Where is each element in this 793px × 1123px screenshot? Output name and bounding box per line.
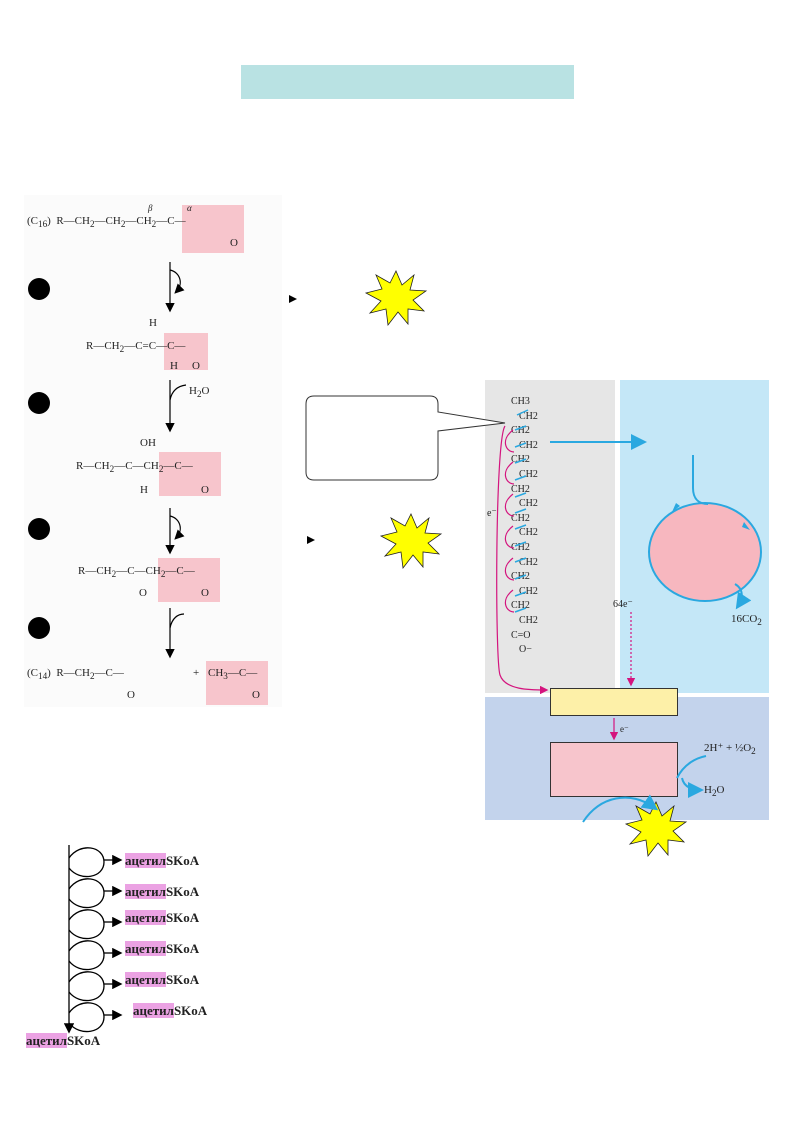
acetyl-coa-label: ацетилSKoA — [133, 1003, 208, 1018]
step-4-marker — [28, 617, 50, 639]
acetyl-coa-label: ацетилSKoA — [125, 941, 200, 956]
cycle-arrowhead-1 — [672, 503, 680, 512]
etc-pink-box — [550, 742, 678, 797]
chain-atom: CH2 — [511, 454, 530, 466]
electron-arrows — [496, 425, 636, 741]
step1-molecule: R—CH2—C=C—C— — [86, 340, 186, 355]
step4-oxygen-right: O — [252, 689, 260, 701]
step1-highlight — [164, 333, 208, 370]
acetyl-product-highlight — [206, 661, 268, 705]
step2-highlight — [159, 452, 221, 496]
energy-star-3 — [624, 801, 688, 858]
step2-h-bottom: H — [140, 484, 148, 496]
step2-molecule: R—CH2—C—CH2—C— — [76, 460, 193, 475]
alpha-label: α — [187, 203, 192, 213]
step0-molecule: (C16) R—CH2—CH2—CH2—C— — [27, 215, 186, 230]
step-1-marker — [28, 278, 50, 300]
chain-atom: CH2 — [511, 600, 530, 612]
cycle-arrowhead-2 — [742, 522, 750, 530]
title-bar — [241, 65, 574, 99]
acetyl-flow-arrows — [550, 434, 752, 823]
chain-atom: CH2 — [519, 439, 538, 451]
beta-oxidation-panel — [24, 195, 282, 707]
chain-atom: CH2 — [511, 483, 530, 495]
water-label: H2O — [704, 784, 725, 799]
step-3-marker — [28, 518, 50, 540]
step4-plus: + — [193, 667, 200, 679]
beta-label: β — [148, 203, 153, 213]
step2-oxygen: O — [201, 484, 209, 496]
acetyl-coa-label: ацетилSKoA — [125, 910, 200, 925]
step4-molecule: (C14) R—CH2—C— — [27, 667, 124, 682]
step1-h-top: H — [149, 317, 157, 329]
cleavage-ticks — [514, 409, 529, 613]
chain-atom: CH2 — [511, 542, 530, 553]
co2-label: 16CO2 — [731, 613, 762, 628]
step1-oxygen: O — [192, 360, 200, 372]
acetyl-coa-label: ацетилSKoA — [26, 1033, 101, 1048]
energy-star-2 — [379, 513, 443, 570]
chain-atom: CH2 — [519, 469, 538, 480]
step1-h-bottom: H — [170, 360, 178, 372]
chain-atom: CH2 — [511, 425, 530, 437]
chain-atom: CH2 — [519, 498, 538, 510]
acetyl-product: CH3—C— — [208, 667, 258, 682]
acetyl-coa-label: ацетилSKoA — [125, 853, 200, 868]
step4-oxygen-left: O — [127, 689, 135, 701]
chain-atom: CH2 — [519, 585, 538, 597]
oxygen-reaction: 2H⁺ + ½O2 — [704, 742, 756, 757]
callout-bubble — [305, 395, 506, 481]
chain-atom: CH2 — [511, 512, 530, 524]
alpha-highlight — [182, 205, 244, 253]
chain-atom: CH3 — [511, 396, 530, 407]
reaction-arrows — [165, 262, 187, 659]
chain-atom: CH2 — [519, 527, 538, 539]
electron-label: e⁻ — [487, 508, 497, 519]
step3-molecule: R—CH2—C—CH2—C— — [78, 565, 195, 580]
energy-pointer-1 — [289, 295, 297, 303]
etc-electron-label: e⁻ — [620, 724, 629, 734]
mito-gray-region — [485, 380, 615, 693]
step3-oxygen-left: O — [139, 587, 147, 599]
step3-oxygen-right: O — [201, 587, 209, 599]
chain-atom: C=O — [511, 629, 531, 641]
etc-yellow-box — [550, 688, 678, 716]
step0-oxygen: O — [230, 237, 238, 249]
chain-atom: CH2 — [519, 556, 538, 568]
energy-pointer-2 — [307, 536, 315, 544]
acetyl-coa-label: ацетилSKoA — [125, 884, 200, 899]
chain-atom: O− — [519, 644, 532, 656]
water-reagent: H2O — [189, 385, 210, 400]
step-2-marker — [28, 392, 50, 414]
step2-oh: OH — [140, 437, 156, 449]
citric-acid-cycle — [648, 502, 762, 602]
chain-atom: CH2 — [519, 410, 538, 422]
energy-star-1 — [364, 270, 428, 327]
electron-count-label: 64e⁻ — [613, 599, 633, 610]
beta-oxidation-spiral — [63, 845, 123, 1034]
step3-highlight — [158, 558, 220, 602]
acetyl-coa-label: ацетилSKoA — [125, 972, 200, 987]
chain-atom: CH2 — [519, 615, 538, 626]
